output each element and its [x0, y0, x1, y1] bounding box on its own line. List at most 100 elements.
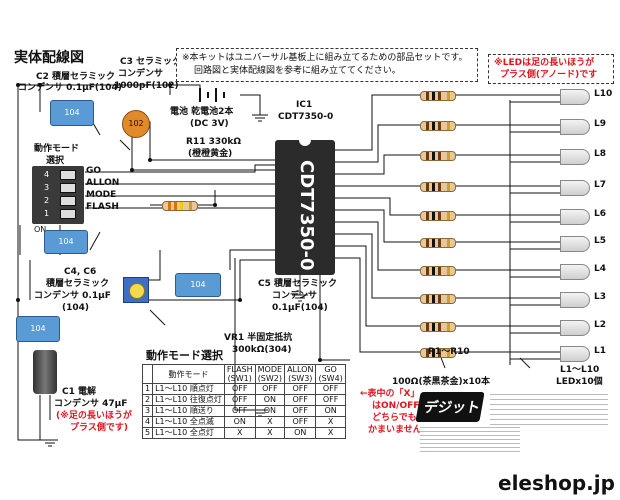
c1-label-line1: C1 電解 [62, 387, 97, 397]
mode-table-cell: X [223, 427, 256, 439]
mode-table-cell: 2 [141, 394, 154, 406]
c2-capacitor: 104 [50, 100, 94, 126]
mode-table-header-4: ALLON (SW3) [284, 364, 317, 384]
mode-table-header-0 [141, 364, 154, 384]
resistor-r7 [420, 182, 456, 192]
note-box [176, 48, 478, 82]
mode-table-header-3: MODE (SW2) [254, 364, 286, 384]
vr1-label-line2: 300kΩ(304) [232, 345, 292, 355]
dip-num-1: 1 [44, 209, 50, 218]
ic1-chip: CDT7350-0 [275, 134, 335, 275]
mode-table-cell: OFF [223, 383, 256, 395]
led-note-box [488, 54, 614, 84]
led-name-l10: L10 [594, 89, 613, 99]
c5-capacitor: 104 [175, 273, 221, 297]
mode-table-title: 動作モード選択 [146, 349, 223, 362]
led-name-l7: L7 [594, 180, 606, 190]
led-l9 [560, 119, 590, 135]
c1-label-line2: コンデンサ 47μF [54, 399, 128, 409]
r11-resistor [162, 201, 198, 211]
led-label-line2: LEDx10個 [556, 377, 603, 387]
dip-num-4: 4 [44, 170, 50, 179]
page-title: 実体配線図 [14, 50, 84, 66]
resistor-r3 [420, 294, 456, 304]
mode-table-cell: OFF [284, 416, 317, 428]
shop-info-text [420, 424, 520, 454]
mode-table-cell: OFF [284, 405, 317, 417]
led-l7 [560, 180, 590, 196]
c2-label-line2: コンデンサ 0.1μF(104) [18, 83, 122, 93]
table-note-line2: はON/OFF [372, 401, 420, 411]
ic-label-line1: IC1 [296, 100, 313, 110]
c2-code: 104 [64, 108, 80, 117]
mode-table-cell: X [254, 416, 286, 428]
mode-table-cell: OFF [315, 383, 346, 395]
r11-label-line2: (橙橙黄金) [188, 149, 233, 159]
led-label-line1: L1～L10 [560, 365, 600, 375]
c6-code: 104 [30, 324, 46, 333]
table-note-line4: かまいません [368, 425, 422, 435]
led-l8 [560, 149, 590, 165]
led-name-l3: L3 [594, 292, 606, 302]
c1-electrolytic-capacitor [33, 350, 57, 394]
c4-code: 104 [58, 237, 74, 246]
dip-pin-flash: FLASH [86, 202, 119, 212]
c4c6-label-line1: C4, C6 [64, 267, 97, 277]
mode-table-cell: OFF [223, 394, 256, 406]
dip-title-line2: 選択 [46, 156, 65, 166]
ic-marking: CDT7350-0 [296, 160, 317, 271]
led-l5 [560, 236, 590, 252]
mode-table-cell: X [315, 416, 346, 428]
battery-label-line2: (DC 3V) [190, 119, 229, 129]
c3-capacitor: 102 [122, 110, 150, 138]
led-l6 [560, 209, 590, 225]
mode-table-cell: L1～L10 順送り [152, 405, 225, 417]
mode-table-cell: ON [254, 405, 286, 417]
c3-label-line2: コンデンサ [118, 69, 164, 79]
led-l1 [560, 346, 590, 362]
resistor-r6 [420, 211, 456, 221]
mode-table-cell: ON [254, 394, 286, 406]
mode-table-cell: 3 [141, 405, 154, 417]
mode-table-cell: ON [284, 427, 317, 439]
resistor-r8 [420, 151, 456, 161]
led-name-l6: L6 [594, 209, 606, 219]
table-note-line3: どちらでも [372, 413, 417, 423]
dip-pin-mode: MODE [86, 190, 117, 200]
mode-table-cell: L1～L10 順点灯 [152, 383, 225, 395]
battery-label-line1: 電池 乾電池2本 [170, 107, 234, 117]
mode-table-cell: X [254, 427, 286, 439]
vr1-trimmer[interactable] [123, 277, 149, 303]
mode-table-cell: 5 [141, 427, 154, 439]
mode-table-header-1: 動作モード [152, 364, 225, 384]
mode-table-cell: OFF [284, 383, 317, 395]
mode-table-cell: X [315, 427, 346, 439]
led-note-line2: プラス側(アノード)です [500, 70, 598, 80]
mode-table-cell: OFF [223, 405, 256, 417]
c5-label-line2: コンデンサ [272, 291, 318, 301]
table-note-line1: ←表中の「X」 [360, 389, 420, 399]
c6-capacitor: 104 [16, 316, 60, 342]
c5-label-line1: C5 積層セラミック [258, 279, 338, 289]
footer-brand[interactable]: eleshop.jp [498, 471, 615, 495]
mode-table-cell: OFF [254, 383, 286, 395]
footer-bar: eleshop.jp [0, 465, 620, 500]
mode-table-header-5: GO (SW4) [315, 364, 346, 384]
vr1-label-line1: VR1 半固定抵抗 [224, 333, 293, 343]
mode-table-cell: 1 [141, 383, 154, 395]
dip-switch[interactable]: 4 3 2 1 [32, 166, 84, 224]
led-name-l4: L4 [594, 264, 606, 274]
resistor-r4 [420, 266, 456, 276]
mode-table-cell: ON [315, 405, 346, 417]
mode-table-header-2: FLASH (SW1) [223, 364, 256, 384]
dip-title-line1: 動作モード [34, 144, 80, 154]
c5-label-line3: 0.1μF(104) [272, 303, 328, 313]
led-name-l9: L9 [594, 119, 606, 129]
c5-code: 104 [190, 280, 206, 289]
c4c6-label-line2: 積層セラミック [46, 279, 110, 289]
led-l4 [560, 264, 590, 280]
mode-table-cell: OFF [284, 394, 317, 406]
